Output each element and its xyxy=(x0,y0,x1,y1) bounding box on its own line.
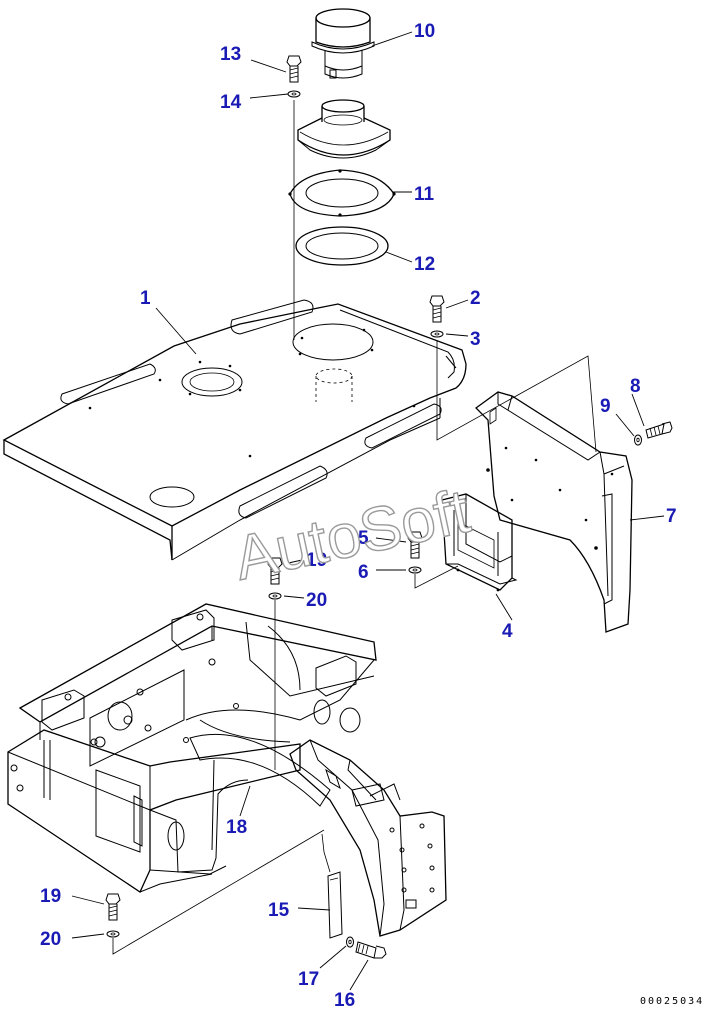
callout-20-upper: 20 xyxy=(306,590,327,611)
part-8-bolt xyxy=(645,421,673,439)
part-12-seal-ring xyxy=(295,226,389,266)
part-20-washer-lower xyxy=(106,930,120,938)
part-4-bracket xyxy=(441,493,518,592)
callout-11: 11 xyxy=(414,184,435,205)
callout-17: 17 xyxy=(298,969,319,990)
part-5-bolt xyxy=(407,531,423,559)
callout-18: 18 xyxy=(226,817,247,838)
callout-9: 9 xyxy=(600,396,611,417)
part-2-bolt xyxy=(429,295,445,323)
callout-10: 10 xyxy=(414,21,435,42)
part-17-washer xyxy=(346,936,354,948)
part-3-washer xyxy=(430,330,444,338)
callout-labels: 10 13 14 11 12 1 2 3 8 9 7 5 6 19 20 4 1… xyxy=(40,21,677,1011)
callout-15: 15 xyxy=(268,900,290,921)
callout-7: 7 xyxy=(666,506,677,527)
callout-4: 4 xyxy=(502,621,513,642)
part-15-plate xyxy=(327,871,343,939)
assembly-axis-19-lower xyxy=(112,829,325,955)
callout-3: 3 xyxy=(470,329,481,350)
part-19-bolt-lower xyxy=(105,893,121,921)
part-19-bolt-upper xyxy=(267,557,283,585)
callout-1: 1 xyxy=(140,288,151,309)
callout-16: 16 xyxy=(334,990,355,1011)
part-13-bolt xyxy=(286,55,302,83)
leader-lines xyxy=(71,31,665,991)
part-20-washer-upper xyxy=(268,592,282,600)
callout-2: 2 xyxy=(470,288,481,309)
callout-13: 13 xyxy=(220,44,241,65)
part-7-side-panel xyxy=(475,391,633,633)
intake-adapter xyxy=(297,99,391,159)
callout-6: 6 xyxy=(358,562,369,583)
callout-14: 14 xyxy=(220,92,242,113)
callout-12: 12 xyxy=(414,254,435,275)
callout-20-lower: 20 xyxy=(40,929,61,950)
callout-19-upper: 19 xyxy=(306,550,327,571)
assembly-axis-15 xyxy=(321,833,331,873)
assembly-axis-5 xyxy=(414,565,459,589)
part-16-bolt xyxy=(355,941,387,959)
part-10-cap xyxy=(311,8,375,79)
assembly-axis-2 xyxy=(436,340,597,453)
callout-8: 8 xyxy=(630,376,641,397)
part-1-hood xyxy=(2,299,467,561)
part-14-washer xyxy=(287,90,301,98)
part-18-front-frame xyxy=(189,733,447,937)
drawing-number: 00025034 xyxy=(640,996,704,1007)
callout-5: 5 xyxy=(358,528,369,549)
part-11-gasket xyxy=(288,169,396,217)
callout-19-lower: 19 xyxy=(40,886,61,907)
part-6-washer xyxy=(408,566,422,574)
main-frame xyxy=(7,603,377,893)
part-9-washer xyxy=(634,434,642,446)
